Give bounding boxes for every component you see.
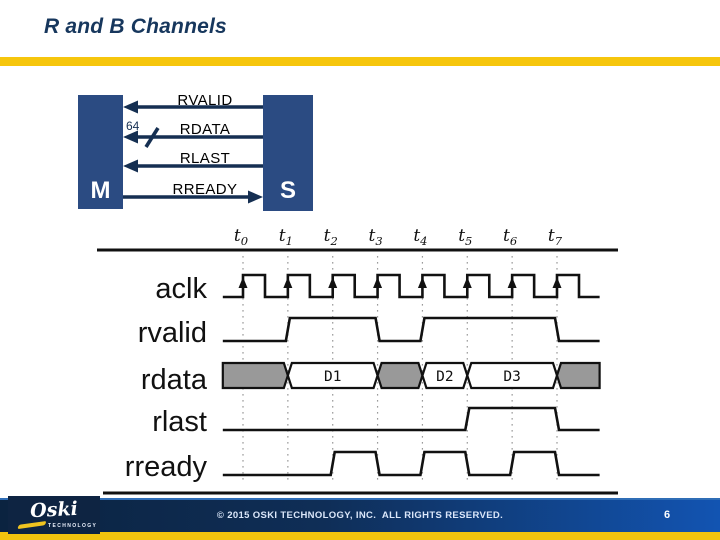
time-label: t2 (324, 226, 338, 248)
time-label: t4 (413, 226, 427, 248)
oski-logo-subtext: TECHNOLOGY (48, 523, 98, 529)
title-divider (0, 57, 720, 66)
rdata-bus-segment (555, 361, 601, 390)
time-label: t3 (368, 226, 382, 248)
time-label: t6 (503, 226, 517, 248)
slave-block-label: S (279, 177, 296, 204)
rising-edge-arrow-icon (507, 277, 517, 288)
aclk-wave-label: aclk (155, 273, 207, 305)
rlast-wave-label: rlast (152, 406, 207, 438)
time-label: t5 (458, 226, 472, 248)
page-number: 6 (663, 509, 671, 521)
rlast-waveform (222, 406, 600, 432)
time-label: t7 (548, 226, 563, 248)
rready-arrow-right-icon (123, 190, 263, 204)
rdata-bus-segment (376, 361, 424, 390)
rising-edge-arrow-icon (238, 277, 248, 288)
aclk-waveform (222, 273, 600, 299)
rvalid-arrow-left-icon (123, 100, 263, 114)
bus-data-label: D3 (503, 369, 520, 385)
rready-waveform (222, 450, 600, 477)
rising-edge-arrow-icon (283, 277, 293, 288)
slave-block: S (263, 95, 313, 211)
rising-edge-arrow-icon (552, 277, 562, 288)
page-title: R and B Channels (44, 15, 227, 38)
footer-yellow-strip (0, 532, 720, 540)
rising-edge-arrow-icon (462, 277, 472, 288)
master-block: M (78, 95, 123, 209)
bus-data-label: D1 (324, 369, 341, 385)
block-diagram-arrows (123, 100, 263, 204)
rready-wave-label: rready (125, 451, 208, 483)
timing-diagram: t0 t1 t2 t3 t4 t5 t6 t7 aclk rvalid rdata D1 D2 D3 rla… (97, 226, 618, 495)
rising-edge-arrow-icon (417, 277, 427, 288)
rdata-bus-segment (221, 361, 290, 390)
rising-edge-arrow-icon (373, 277, 383, 288)
oski-logo-text: Oski (29, 497, 79, 523)
rdata-arrow-left-icon (123, 127, 263, 148)
rdata-wave-label: rdata (141, 364, 208, 396)
oski-logo: Oski TECHNOLOGY (8, 496, 100, 534)
footer-bar (0, 498, 720, 532)
bus-data-label: D2 (436, 369, 453, 385)
rvalid-wave-label: rvalid (138, 317, 207, 349)
time-label: t0 (234, 226, 248, 248)
bus-width-label: 64 (126, 119, 140, 133)
rlast-arrow-left-icon (123, 159, 263, 173)
time-label: t1 (279, 226, 293, 248)
rvalid-waveform (222, 316, 600, 343)
bus-width-slash-icon (144, 127, 160, 148)
copyright-text: © 2015 OSKI TECHNOLOGY, INC. ALL RIGHTS … (216, 509, 504, 521)
master-block-label: M (90, 177, 111, 204)
rising-edge-arrow-icon (328, 277, 338, 288)
rlast-signal-label: RLAST (179, 150, 231, 167)
rready-signal-label: RREADY (172, 181, 238, 198)
rvalid-signal-label: RVALID (177, 92, 233, 109)
rdata-signal-label: RDATA (179, 121, 231, 138)
